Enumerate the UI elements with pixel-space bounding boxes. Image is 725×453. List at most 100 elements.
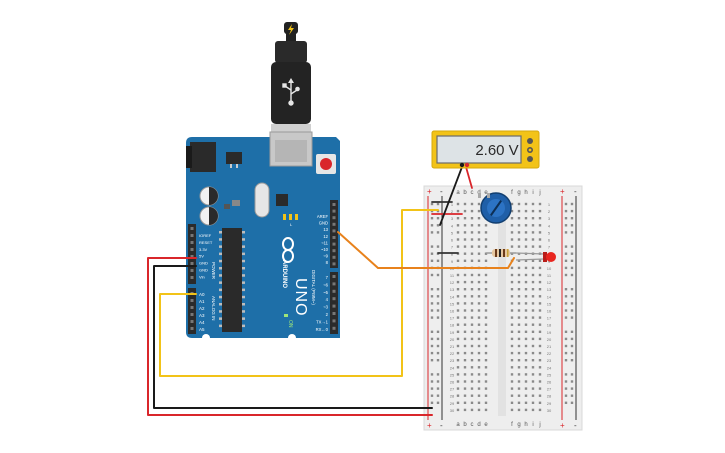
breadboard-hole [484,337,488,341]
breadboard-hole [470,273,474,277]
multimeter-mode-button[interactable] [527,156,533,162]
breadboard-hole [538,280,542,284]
breadboard-hole [477,344,481,348]
breadboard-hole [484,309,488,312]
usb-plug-metal [271,124,311,132]
breadboard-hole [470,209,474,213]
header-hole [332,304,336,308]
power-jack[interactable] [190,142,216,172]
breadboard-hole [524,217,528,220]
digital-header-low[interactable] [330,272,338,334]
multimeter[interactable]: 2.60 V [431,130,540,169]
probe-red[interactable] [465,166,473,189]
rail-hole [564,245,568,248]
breadboard-hole [524,259,528,262]
row-number: 14 [450,294,455,299]
rail-hole [430,380,434,383]
rail-hole [430,252,434,255]
breadboard-hole [524,273,528,277]
rail-hole [436,231,440,234]
column-letter: i [532,422,533,428]
digital-header-title: DIGITAL (PWM~) [311,270,316,305]
rail-hole [564,387,568,390]
breadboard-hole [484,323,488,326]
column-letter: f [511,190,513,196]
breadboard-hole [484,273,488,277]
breadboard-hole [517,245,521,248]
breadboard-hole [531,351,535,355]
header-hole [332,326,336,330]
wire-5v-red[interactable] [147,257,433,416]
rail-hole [436,309,440,312]
row-number: 26 [450,380,455,385]
usb-b-port-inner [275,140,307,162]
breadboard-hole [470,337,474,341]
wire-pin13-orange[interactable] [337,231,515,269]
arduino-uno-board[interactable]: L ARDUINO UNO ON IOREFRESET3.3V5VGNDGNDV… [186,131,340,342]
breadboard[interactable]: + - + - + - + - abcdefghijabcdefghij 112… [423,185,583,431]
row-number: 2 [548,209,551,214]
breadboard-hole [456,323,460,326]
multimeter-display [436,135,522,164]
wire-a0-yellow[interactable] [159,209,439,377]
breadboard-hole [470,373,474,376]
breadboard-hole [517,366,521,369]
breadboard-hole [477,245,481,248]
power-pin-label: IOREF [199,233,212,238]
led-dome [546,252,556,262]
multimeter-com-jack[interactable] [459,162,465,168]
analog-pin-label: A4 [199,320,205,325]
row-number: 7 [548,245,551,250]
breadboard-hole [538,288,542,291]
breadboard-hole [470,259,474,262]
usb-cable[interactable] [271,22,311,132]
breadboard-hole [531,238,535,241]
mount-hole [202,334,210,342]
multimeter-mode-button[interactable] [527,138,533,144]
breadboard-hole [484,316,488,319]
breadboard-hole [531,266,535,270]
breadboard-hole [517,202,521,206]
rail-hole [570,288,574,291]
rail-hole [564,252,568,255]
breadboard-hole [524,224,528,227]
header-hole [190,255,194,258]
crystal-oscillator [254,182,270,218]
row-number: 29 [547,401,552,406]
breadboard-hole [517,273,521,277]
rail-hole [430,373,434,376]
probe-black[interactable] [439,166,463,226]
breadboard-hole [538,330,542,333]
breadboard-hole [538,245,542,248]
rail-hole [564,337,568,341]
analog-pin-label: A1 [199,299,205,304]
wire-gnd-black[interactable] [153,265,433,409]
breadboard-hole [470,302,474,305]
digital-header-high[interactable] [330,200,338,268]
multimeter-v-jack[interactable] [464,162,470,168]
breadboard-hole [470,394,474,397]
rail-hole [564,401,568,404]
row-number: 22 [547,351,552,356]
breadboard-hole [484,408,488,412]
power-header[interactable] [188,224,196,284]
header-hole [332,222,336,226]
rail-hole [436,337,440,341]
rail-hole [436,245,440,248]
red-led[interactable] [515,252,556,262]
pot-leg [478,193,481,198]
breadboard-hole [456,259,460,262]
arduino-infinity-logo [282,237,294,263]
resistor[interactable] [486,249,516,257]
analog-header[interactable] [188,288,196,334]
potentiometer[interactable] [478,192,512,224]
breadboard-hole [470,217,474,220]
breadboard-hole [463,351,467,355]
analog-pin-label: A5 [199,327,205,332]
header-hole [332,229,336,233]
rail-hole [430,202,434,206]
rail-hole [564,373,568,376]
column-letter: j [538,422,540,428]
row-number: 18 [450,323,455,328]
